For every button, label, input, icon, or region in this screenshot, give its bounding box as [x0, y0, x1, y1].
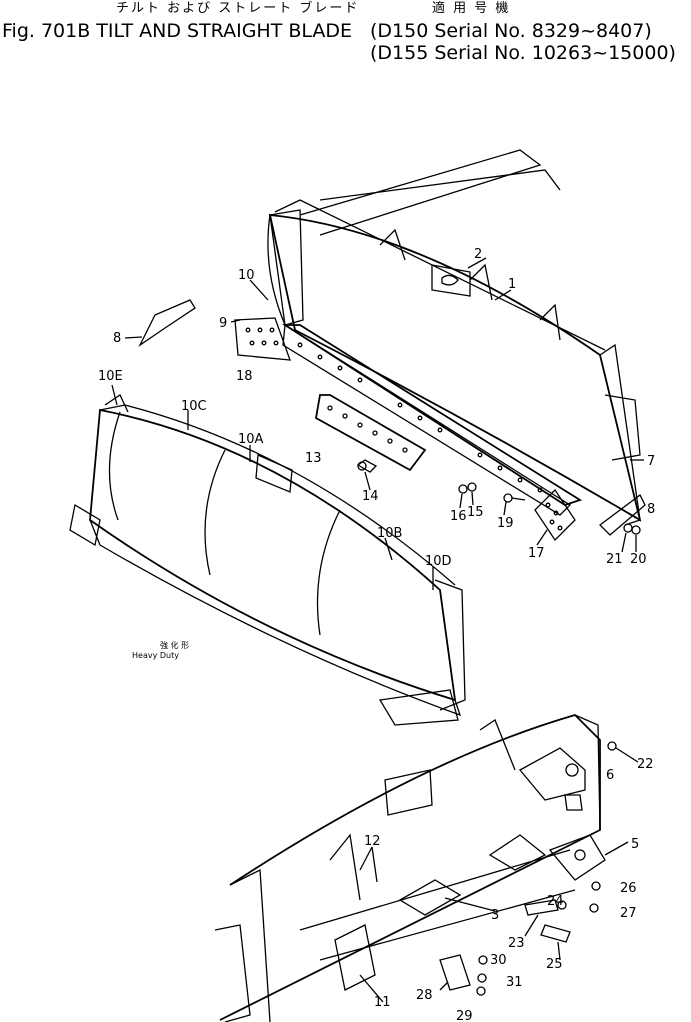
- callout-8-left: 8: [113, 331, 121, 346]
- japanese-applicable-label: 適 用 号 機: [432, 1, 511, 16]
- callout-20: 20: [630, 552, 647, 567]
- callout-10D: 10D: [425, 554, 452, 569]
- callout-10: 10: [238, 268, 255, 283]
- figure-title: Fig. 701B TILT AND STRAIGHT BLADE: [2, 20, 353, 42]
- heavy-duty-jp-label: 強 化 形: [160, 640, 189, 650]
- callout-19: 19: [497, 516, 514, 531]
- callout-13: 13: [305, 451, 322, 466]
- callout-28: 28: [416, 988, 433, 1003]
- callout-3: 3: [491, 908, 499, 923]
- callout-7: 7: [647, 454, 655, 469]
- callout-18: 18: [236, 369, 253, 384]
- callout-12: 12: [364, 834, 381, 849]
- serial-range-d155: (D155 Serial No. 10263~15000): [370, 42, 676, 64]
- callout-22: 22: [637, 757, 654, 772]
- callout-16: 16: [450, 509, 467, 524]
- callout-1: 1: [508, 277, 516, 292]
- callout-24: 24: [547, 894, 564, 909]
- callout-14: 14: [362, 489, 379, 504]
- callout-9: 9: [219, 316, 227, 331]
- callout-10E: 10E: [98, 369, 123, 384]
- callout-27: 27: [620, 906, 637, 921]
- heavy-duty-label: Heavy Duty: [132, 651, 179, 660]
- callout-30: 30: [490, 953, 507, 968]
- callout-10A: 10A: [238, 432, 264, 447]
- callout-17: 17: [528, 546, 545, 561]
- callout-6: 6: [606, 768, 614, 783]
- callout-8-right: 8: [647, 502, 655, 517]
- leader-lines: [111, 257, 644, 1003]
- tilt-blade-assembly: [138, 149, 646, 542]
- callout-26: 26: [620, 881, 637, 896]
- callout-25: 25: [546, 957, 563, 972]
- blade-frame-assembly: [214, 713, 617, 1022]
- japanese-title: チルト および ストレート ブレード: [116, 1, 360, 16]
- callout-29: 29: [456, 1009, 473, 1022]
- callout-2: 2: [474, 247, 482, 262]
- serial-range-d150: (D150 Serial No. 8329~8407): [370, 20, 652, 42]
- callout-31: 31: [506, 975, 523, 990]
- callout-10B: 10B: [377, 526, 402, 541]
- callout-23: 23: [508, 936, 525, 951]
- callout-10C: 10C: [181, 399, 207, 414]
- callout-21: 21: [606, 552, 623, 567]
- callout-15: 15: [467, 505, 484, 520]
- callout-11: 11: [374, 995, 391, 1010]
- heavy-duty-blade: [69, 394, 466, 726]
- callout-5: 5: [631, 837, 639, 852]
